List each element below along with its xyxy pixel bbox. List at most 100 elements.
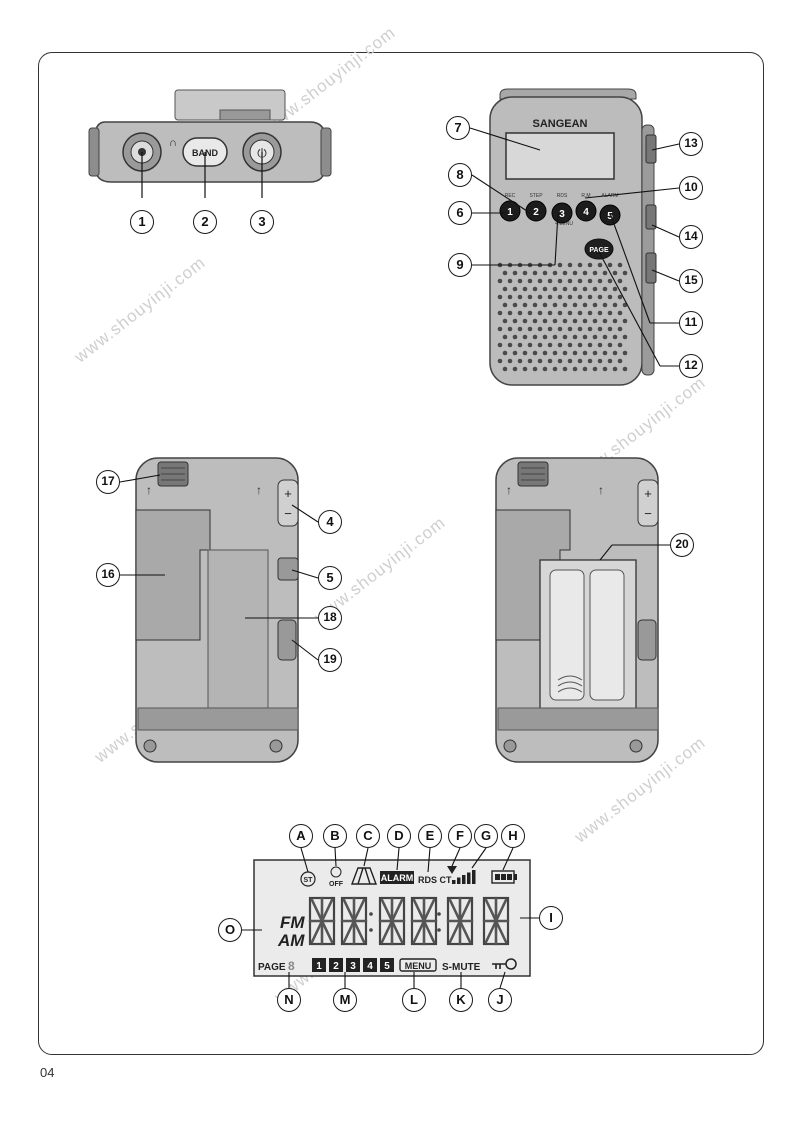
grille-hole [602, 334, 608, 340]
grille-hole [577, 294, 583, 300]
callout-J: J [488, 988, 512, 1012]
label-rec: REC [505, 193, 516, 199]
callout-18: 18 [318, 606, 342, 630]
grille-hole [557, 342, 563, 348]
grille-hole [522, 366, 528, 372]
grille-hole [527, 342, 533, 348]
segment-digit [410, 896, 438, 946]
grille-hole [582, 366, 588, 372]
lcd-preset-label: 2 [333, 961, 339, 972]
grille-hole [547, 342, 553, 348]
grille-hole [582, 334, 588, 340]
grille-hole [497, 358, 503, 364]
grille-hole [517, 294, 523, 300]
grille-hole [537, 326, 543, 332]
preset-button-label: 2 [533, 207, 539, 218]
callout-15: 15 [679, 269, 703, 293]
grille-hole [587, 294, 593, 300]
svg-text:↑: ↑ [146, 483, 152, 497]
grille-hole [612, 350, 618, 356]
grille-hole [572, 318, 578, 324]
callout-8: 8 [448, 163, 472, 187]
grille-hole [567, 342, 573, 348]
lcd-signal-bars-icon [452, 870, 476, 884]
grille-hole [592, 350, 598, 356]
grille-hole [607, 326, 613, 332]
grille-hole [542, 286, 548, 292]
lcd-lock-icon [492, 963, 506, 969]
page-number: 04 [40, 1065, 55, 1080]
grille-hole [592, 334, 598, 340]
grille-hole [572, 302, 578, 308]
grille-hole [527, 294, 533, 300]
grille-hole [502, 270, 508, 276]
grille-hole [617, 358, 623, 364]
callout-N: N [277, 988, 301, 1012]
callout-11: 11 [679, 311, 703, 335]
grille-hole [602, 318, 608, 324]
label-rds: RDS [557, 193, 568, 199]
grille-hole [617, 310, 623, 316]
grille-hole [577, 326, 583, 332]
callout-K: K [449, 988, 473, 1012]
grille-hole [582, 286, 588, 292]
grille-hole [567, 262, 573, 268]
callout-19: 19 [318, 648, 342, 672]
grille-hole [532, 350, 538, 356]
grille-hole [622, 270, 628, 276]
callout-5: 5 [318, 566, 342, 590]
callout-10: 10 [679, 176, 703, 200]
segment-digit [308, 896, 336, 946]
grille-hole [622, 302, 628, 308]
svg-text:+: + [284, 486, 292, 501]
grille-hole [537, 342, 543, 348]
grille-hole [612, 286, 618, 292]
grille-hole [517, 326, 523, 332]
callout-13: 13 [679, 132, 703, 156]
speaker-grille [497, 262, 628, 372]
callout-20: 20 [670, 533, 694, 557]
grille-hole [587, 358, 593, 364]
grille-hole [612, 318, 618, 324]
grille-hole [532, 286, 538, 292]
callout-H: H [501, 824, 525, 848]
grille-hole [617, 326, 623, 332]
grille-hole [552, 286, 558, 292]
radio-back-view: ↑ ↑ + − [135, 457, 299, 763]
grille-hole [507, 278, 513, 284]
svg-text:−: − [644, 506, 652, 521]
grille-hole [622, 334, 628, 340]
grille-hole [507, 294, 513, 300]
segment-digit [482, 896, 510, 946]
svg-text:↑: ↑ [256, 483, 262, 497]
grille-hole [587, 342, 593, 348]
grille-hole [582, 350, 588, 356]
grille-hole [522, 302, 528, 308]
grille-hole [602, 270, 608, 276]
lcd-preset-1 [312, 958, 326, 972]
grille-hole [622, 318, 628, 324]
callout-9: 9 [448, 253, 472, 277]
lcd-sleep-off: OFF [329, 881, 344, 888]
grille-hole [497, 326, 503, 332]
lcd-rds-pty-icon [350, 867, 378, 885]
svg-text:↑: ↑ [598, 483, 604, 497]
preset-button-1 [499, 200, 521, 222]
grille-hole [577, 358, 583, 364]
grille-hole [552, 270, 558, 276]
grille-hole [537, 310, 543, 316]
grille-hole [557, 262, 563, 268]
grille-hole [587, 326, 593, 332]
grille-hole [592, 366, 598, 372]
grille-hole [612, 270, 618, 276]
grille-hole [537, 358, 543, 364]
grille-hole [562, 286, 568, 292]
grille-hole [577, 262, 583, 268]
grille-hole [612, 334, 618, 340]
callout-E: E [418, 824, 442, 848]
grille-hole [562, 318, 568, 324]
grille-hole [502, 334, 508, 340]
preset-button-4 [575, 200, 597, 222]
